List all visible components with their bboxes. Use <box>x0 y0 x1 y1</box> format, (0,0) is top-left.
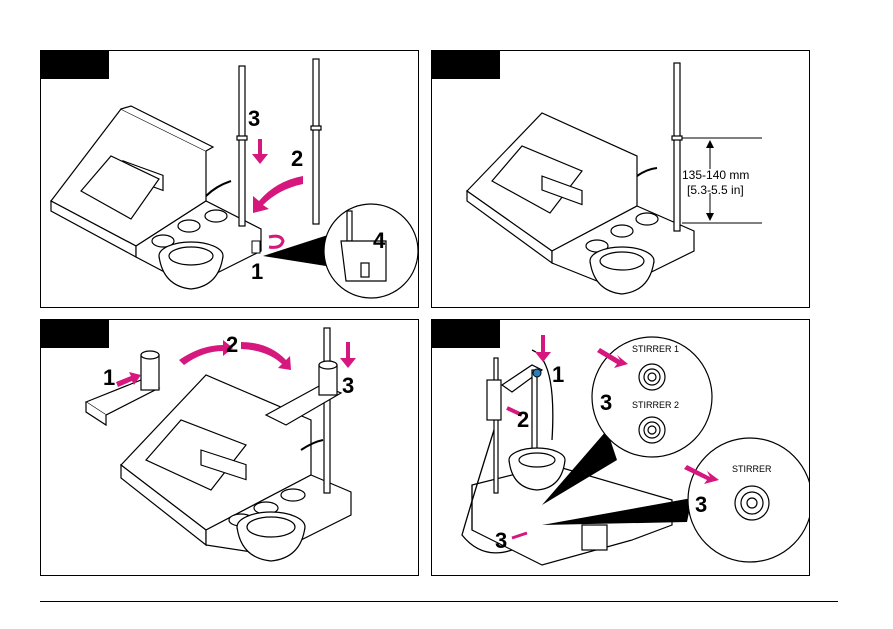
callout-1: 1 <box>103 365 115 390</box>
label-stirrer: STIRRER <box>732 464 772 474</box>
zoom-single-stirrer <box>687 437 809 563</box>
panel-2-rod-height: 135-140 mm [5.3-5.5 in] <box>431 50 810 308</box>
meter-body <box>466 112 638 265</box>
callout-3: 3 <box>342 373 354 398</box>
rod <box>671 62 683 232</box>
arrow-stirrer <box>684 465 719 484</box>
callout-1: 1 <box>251 259 263 284</box>
arrow-curve-2 <box>253 176 303 213</box>
holder-knob <box>532 368 542 378</box>
holder-arm-loose <box>84 350 161 427</box>
stirrer-bowl <box>236 511 306 562</box>
callout-2: 2 <box>517 407 529 432</box>
panel-3-illustration: 1 2 3 <box>84 327 356 562</box>
arrow-down-3 <box>252 139 268 164</box>
zoom-cone-lower <box>542 498 692 525</box>
dimension-in: [5.3-5.5 in] <box>687 183 744 197</box>
cable <box>636 167 658 177</box>
cable <box>300 439 324 451</box>
arrow-straight-1 <box>116 372 141 387</box>
stirrer-bowl <box>508 447 566 491</box>
stirrer-bowl <box>158 241 224 290</box>
arrow-3-cable <box>511 531 528 540</box>
arrow-down-1 <box>535 335 551 362</box>
dimension-arrow-bottom <box>706 213 714 221</box>
dimension-mm: 135-140 mm <box>682 168 749 182</box>
label-stirrer-2: STIRRER 2 <box>632 400 679 410</box>
rod-spare <box>310 58 322 225</box>
label-stirrer-1: STIRRER 1 <box>632 344 679 354</box>
callout-3-single: 3 <box>695 492 707 517</box>
panel-tab <box>41 320 109 348</box>
dimension-arrow-top <box>706 140 714 148</box>
arrow-stirrer-1 <box>597 348 628 368</box>
callout-1: 1 <box>552 362 564 387</box>
arrow-curve-1 <box>268 234 285 249</box>
panel-2-illustration: 135-140 mm [5.3-5.5 in] <box>466 62 762 295</box>
cable <box>205 180 232 197</box>
panel-3-attach-holder: 1 2 3 <box>40 319 419 576</box>
zoom-dual-stirrer <box>591 336 713 458</box>
zoom-detail <box>323 203 418 299</box>
footer-rule <box>40 601 838 602</box>
panel-1-attach-rod: 3 2 4 1 <box>40 50 419 308</box>
zoom-cone <box>263 234 331 266</box>
arrow-2 <box>506 406 523 417</box>
panel-tab <box>432 320 500 348</box>
panel-tab <box>432 51 500 79</box>
callout-3-cable: 3 <box>495 528 507 553</box>
arrow-curve-2a <box>179 340 233 365</box>
panel-4-illustration: STIRRER 1 STIRRER 2 STIRRER 1 2 3 3 3 <box>461 335 809 566</box>
callout-2: 2 <box>226 332 238 357</box>
callout-3: 3 <box>248 106 260 131</box>
callout-4: 4 <box>373 228 386 253</box>
electrode-holder <box>486 357 544 494</box>
panel-4-stirrer-setup: STIRRER 1 STIRRER 2 STIRRER 1 2 3 3 3 <box>431 319 810 576</box>
zoom-cone-upper <box>542 430 617 505</box>
panel-1-illustration: 3 2 4 1 <box>50 58 418 299</box>
rod-inserted <box>236 65 248 227</box>
rod <box>323 327 331 494</box>
stirrer-bowl <box>589 246 655 295</box>
callout-2: 2 <box>291 146 303 171</box>
panel-tab <box>41 51 109 79</box>
callout-3-dual: 3 <box>600 390 612 415</box>
holder-arm-attached <box>264 360 343 426</box>
clamp <box>251 240 261 254</box>
arrow-curve-2b <box>241 342 291 370</box>
meter-body <box>50 105 215 259</box>
meter-body <box>120 374 312 547</box>
arrow-down-3 <box>340 342 356 368</box>
